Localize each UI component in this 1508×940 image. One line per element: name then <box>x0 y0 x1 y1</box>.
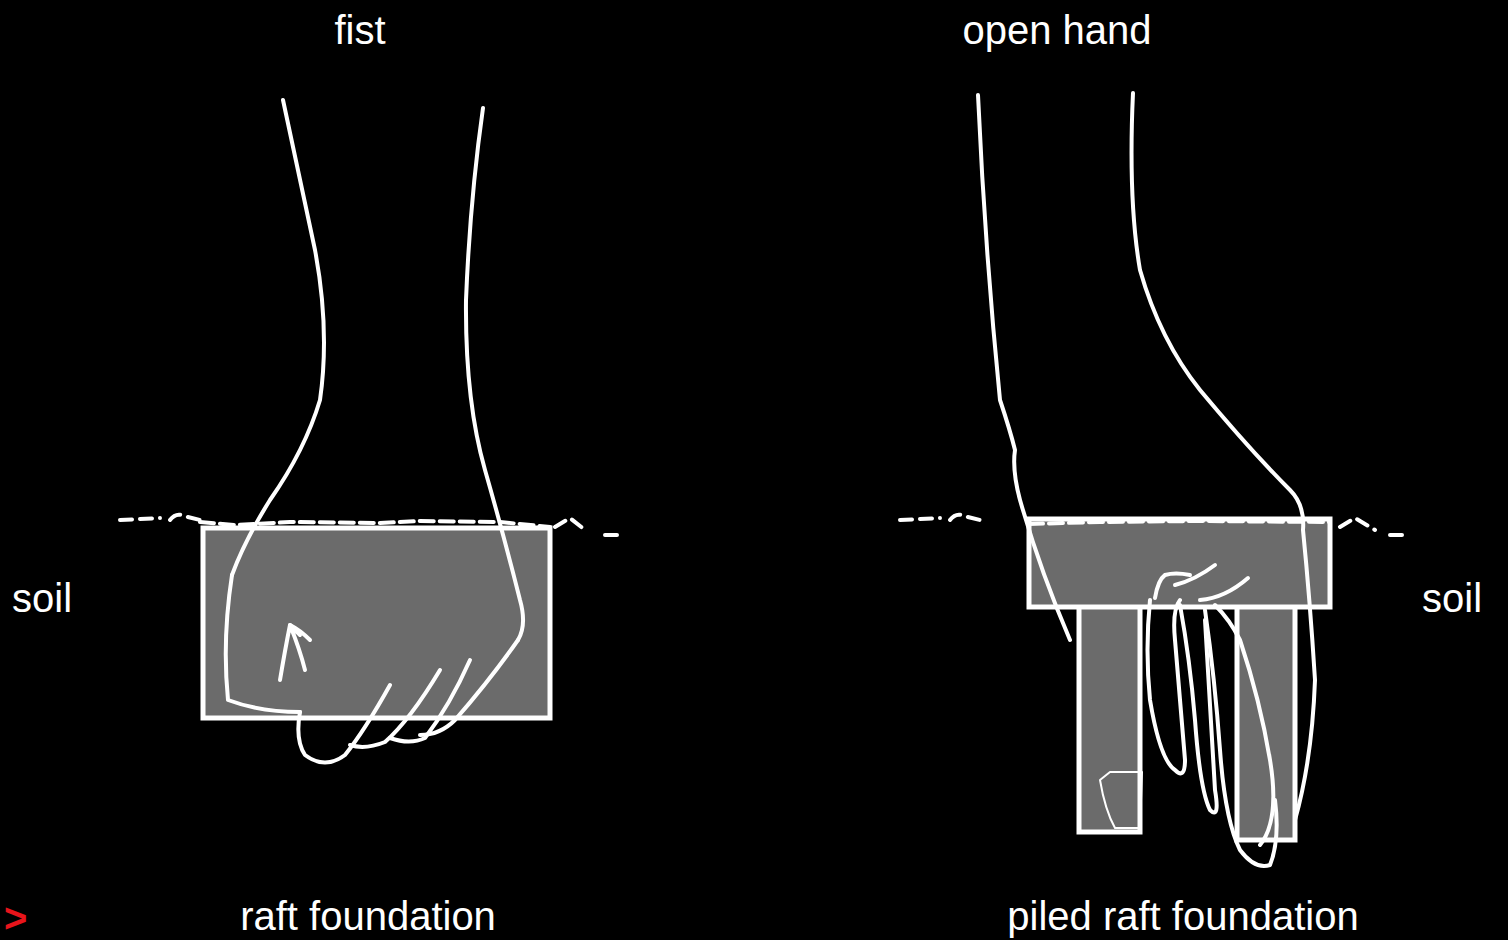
raft-slab <box>1029 519 1330 607</box>
figure-title: open hand <box>962 10 1151 50</box>
pile <box>1237 600 1295 840</box>
foundation-caption: raft foundation <box>240 896 496 936</box>
foundation-caption: piled raft foundation <box>1007 896 1358 936</box>
raft-block <box>203 528 550 718</box>
figure-title: fist <box>334 10 385 50</box>
nav-marker: > <box>4 898 27 938</box>
soil-label: soil <box>1422 578 1482 618</box>
soil-label: soil <box>12 578 72 618</box>
pile <box>1079 600 1140 832</box>
